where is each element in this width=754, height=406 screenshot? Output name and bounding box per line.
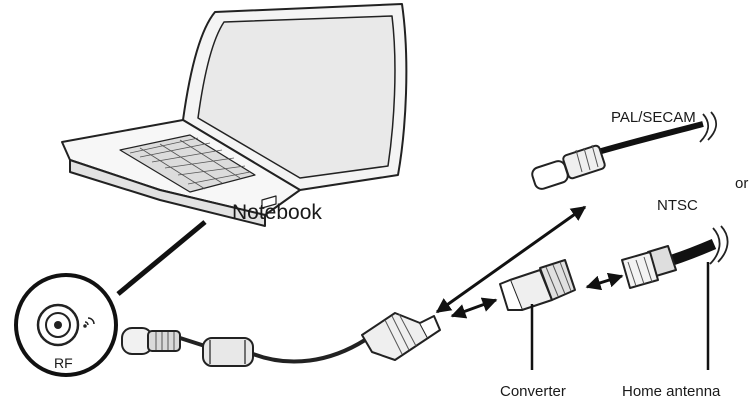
pal-secam-plug <box>531 111 718 190</box>
pal-secam-label: PAL/SECAM <box>611 109 696 126</box>
arrow-converter-ntsc <box>585 272 624 291</box>
callout-line <box>116 220 207 296</box>
rf-port-callout <box>14 273 118 377</box>
antenna-signal-icon <box>83 317 95 328</box>
connection-arrows <box>435 205 624 319</box>
ntsc-label: NTSC <box>657 197 698 214</box>
notebook-label: Notebook <box>232 201 322 224</box>
arrow-pal-secam <box>435 205 587 314</box>
ntsc-connector <box>621 225 729 289</box>
notebook-illustration <box>61 3 408 227</box>
rf-cable <box>121 312 441 367</box>
or-label: or <box>735 175 749 192</box>
converter-adapter <box>499 259 576 311</box>
rf-label: RF <box>54 355 73 371</box>
leader-lines <box>530 262 710 370</box>
home-antenna-label: Home antenna <box>622 383 721 400</box>
arrow-rf-converter <box>450 297 498 319</box>
converter-label: Converter <box>500 383 566 400</box>
